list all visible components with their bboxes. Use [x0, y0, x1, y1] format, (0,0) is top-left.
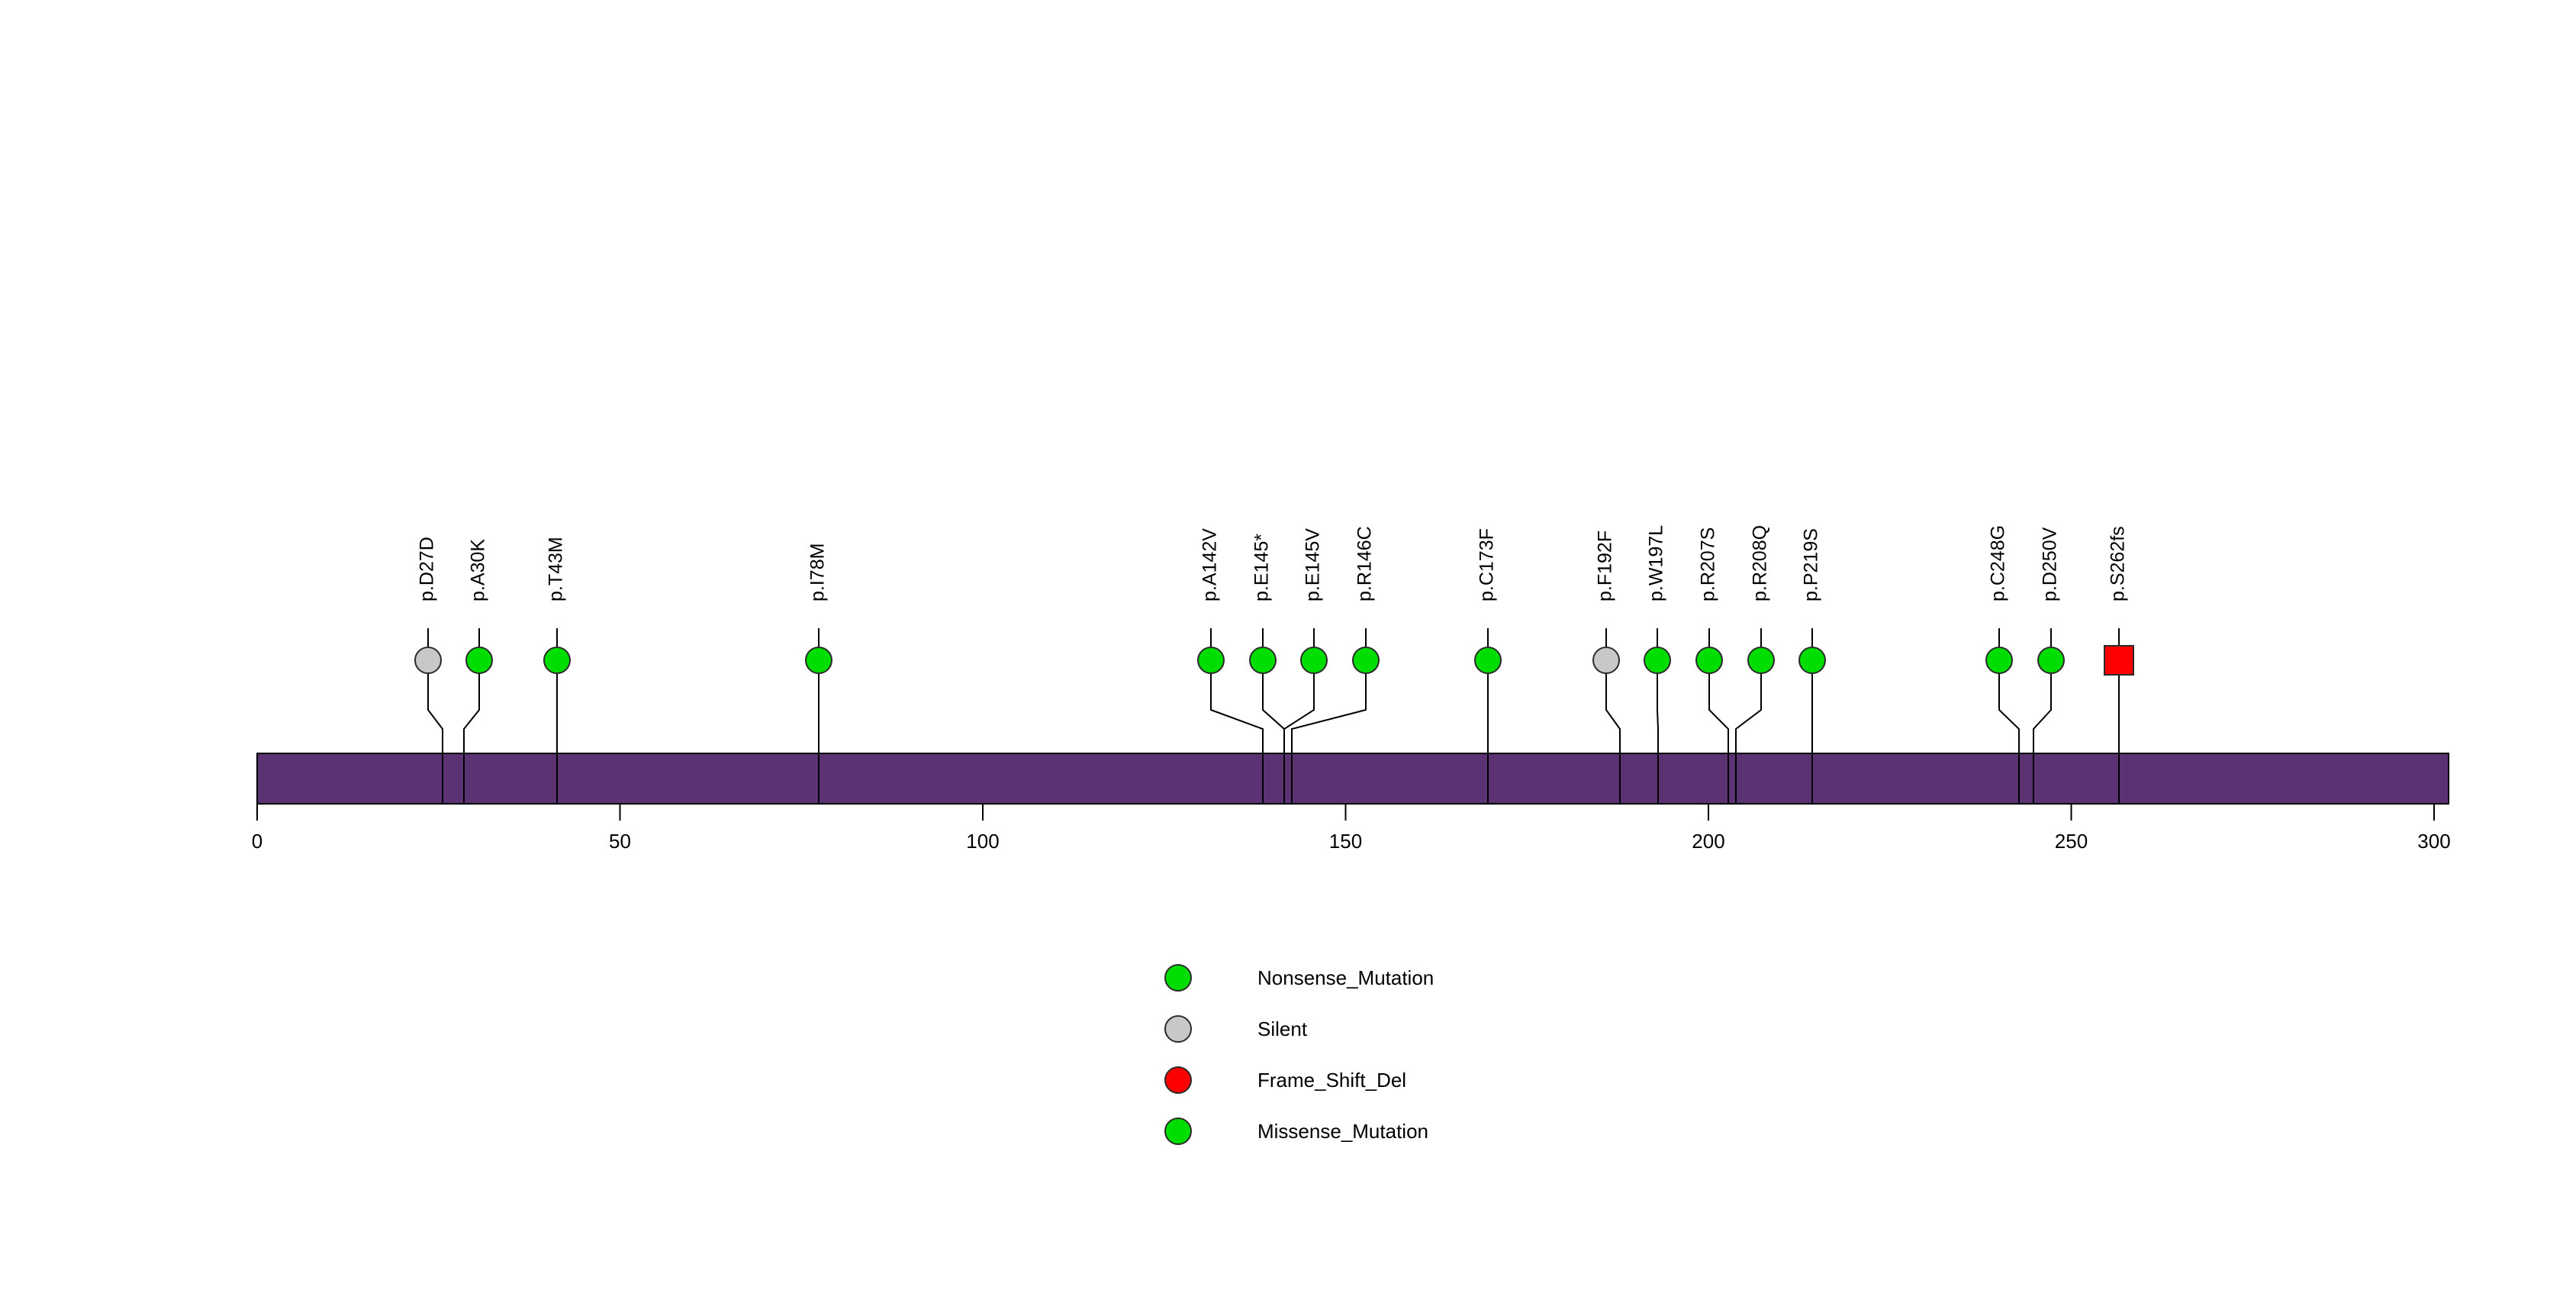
protein-bar: [256, 753, 2450, 805]
lollipop-node[interactable]: [1474, 647, 1502, 674]
mutation-label: p.F192F: [1595, 531, 1616, 601]
lollipop-stem: [1998, 628, 2020, 804]
legend-label: Missense_Mutation: [1257, 1120, 1428, 1143]
lollipop-stem: [1283, 628, 1315, 804]
mutation-label: p.P219S: [1801, 528, 1822, 601]
lollipop-node[interactable]: [1695, 647, 1723, 674]
lollipop-node[interactable]: [1352, 647, 1380, 674]
lollipop-stem: [1657, 628, 1659, 804]
mutation-label: p.I78M: [807, 543, 829, 601]
legend-swatch: [1164, 1117, 1192, 1145]
lollipop-stem: [1210, 628, 1264, 804]
axis-tick-label: 300: [2417, 830, 2450, 853]
mutation-label: p.T43M: [546, 537, 567, 601]
lollipop-node[interactable]: [1985, 647, 2013, 674]
legend-group: Nonsense_MutationSilentFrame_Shift_DelMi…: [1164, 964, 1434, 1145]
lollipop-node[interactable]: [1300, 647, 1328, 674]
protein-domain-bar-group: [256, 753, 2450, 805]
legend-label: Frame_Shift_Del: [1257, 1069, 1406, 1092]
x-axis-group: 0 50 100 150 200 250 300: [252, 804, 2451, 853]
lollipop-node[interactable]: [465, 647, 493, 674]
legend-label: Nonsense_Mutation: [1257, 966, 1434, 989]
mutation-label: p.S262fs: [2107, 526, 2129, 601]
axis-tick-label: 150: [1329, 830, 1362, 853]
mutation-label: p.E145V: [1302, 528, 1324, 601]
lollipop-node[interactable]: [805, 647, 832, 674]
lollipop-node[interactable]: [1249, 647, 1277, 674]
mutation-label: p.E145*: [1251, 534, 1273, 601]
lollipop-node-group[interactable]: [414, 645, 2134, 676]
axis-tick-label: 200: [1692, 830, 1724, 853]
axis-tick-label: 50: [609, 830, 631, 853]
lollipop-stem: [427, 628, 443, 804]
axis-tick-label: 100: [966, 830, 999, 853]
legend-swatch: [1164, 964, 1192, 992]
lollipop-node[interactable]: [1798, 647, 1826, 674]
mutation-label: p.R208Q: [1750, 525, 1771, 601]
legend-label: Silent: [1257, 1017, 1308, 1040]
lollipop-node[interactable]: [414, 647, 442, 674]
lollipop-stem: [1735, 628, 1762, 804]
lollipop-stem: [2033, 628, 2052, 804]
lollipop-stem: [1708, 628, 1729, 804]
lollipop-node[interactable]: [1747, 647, 1775, 674]
axis-tick-label: 250: [2055, 830, 2088, 853]
lollipop-node[interactable]: [2104, 645, 2134, 676]
mutation-label: p.C248G: [1988, 525, 2009, 601]
mutation-label: p.A30K: [468, 539, 489, 601]
mutation-label: p.R207S: [1698, 527, 1719, 601]
lollipop-node[interactable]: [1592, 647, 1620, 674]
lollipop-stem: [463, 628, 480, 804]
lollipop-stem: [1605, 628, 1621, 804]
lollipop-stem: [1291, 628, 1367, 804]
axis-tick-label: 0: [252, 830, 262, 853]
lollipop-node[interactable]: [1197, 647, 1225, 674]
mutation-label: p.D250V: [2040, 527, 2061, 601]
mutation-label: p.A142V: [1199, 528, 1221, 601]
mutation-label: p.D27D: [417, 537, 438, 601]
mutation-label: p.W197L: [1646, 525, 1667, 601]
legend-swatch: [1164, 1066, 1192, 1094]
lollipop-node[interactable]: [2037, 647, 2065, 674]
mutation-label: p.R146C: [1354, 526, 1376, 601]
mutation-label-group: p.D27D p.A30K p.T43M p.I78M p.A142V p.E145* p.…: [417, 525, 2129, 601]
lollipop-node[interactable]: [543, 647, 571, 674]
mutation-label: p.C173F: [1476, 528, 1498, 601]
lollipop-node[interactable]: [1644, 647, 1671, 674]
legend-swatch: [1164, 1015, 1192, 1043]
lollipop-stem-group: [427, 628, 2120, 804]
